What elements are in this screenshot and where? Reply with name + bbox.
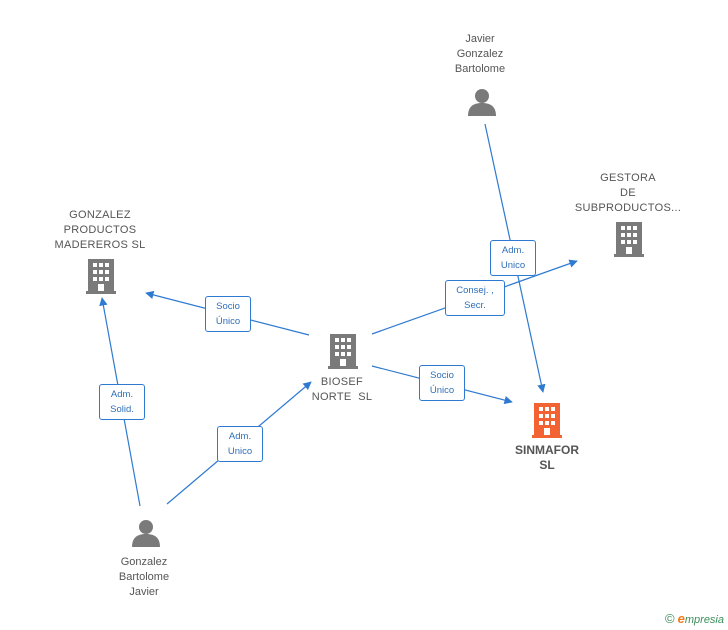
edge-label-biosef-gonzalez-productos: Socio Único xyxy=(205,296,251,332)
node-label-sinmafor[interactable]: SINMAFOR SL xyxy=(515,443,579,472)
node-label-gonzalez-bartolome-javier[interactable]: Gonzalez Bartolome Javier xyxy=(118,556,170,598)
building-icon xyxy=(614,222,644,257)
person-icon xyxy=(132,520,160,547)
building-icon xyxy=(328,334,358,369)
node-label-gestora[interactable]: GESTORA DE SUBPRODUCTOS... xyxy=(574,172,682,214)
edge-label-javier-sinmafor: Adm. Unico xyxy=(490,240,536,276)
brand-logo: ©empresia xyxy=(665,611,724,626)
edge-label-gbj-gonzalez-productos: Adm. Solid. xyxy=(99,384,145,420)
node-label-gonzalez-productos[interactable]: GONZALEZ PRODUCTOS MADEREROS SL xyxy=(54,209,146,251)
edge-label-biosef-gestora: Consej. , Secr. xyxy=(445,280,505,316)
node-label-javier-gonzalez-bartolome[interactable]: Javier Gonzalez Bartolome xyxy=(454,33,506,75)
edge-label-gbj-biosef: Adm. Unico xyxy=(217,426,263,462)
copyright-icon: © xyxy=(665,611,675,626)
person-icon xyxy=(468,89,496,116)
edge-label-biosef-sinmafor: Socio Único xyxy=(419,365,465,401)
building-icon xyxy=(86,259,116,294)
building-icon xyxy=(532,403,562,438)
node-label-biosef[interactable]: BIOSEF NORTE SL xyxy=(311,376,373,403)
